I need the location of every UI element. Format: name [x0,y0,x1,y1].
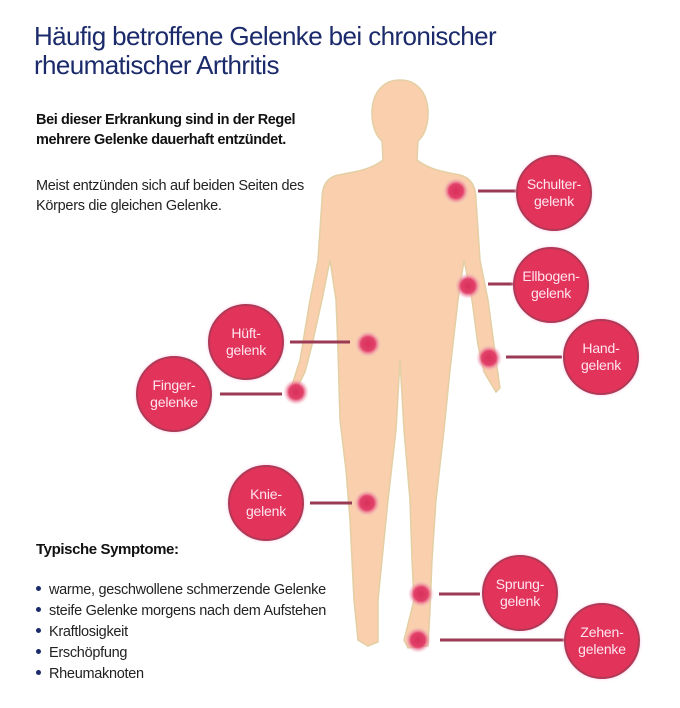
joint-label-line: Schulter- [526,176,582,192]
joint-label-hand: Hand- gelenk [563,319,639,395]
symptom-text: Kraftlosigkeit [49,624,128,640]
joint-label-line: gelenk [225,342,267,358]
symptom-text: Rheumaknoten [49,666,144,682]
lead-line-2: mehrere Gelenke dauerhaft entzündet. [36,132,286,148]
page-title: Häufig betroffene Gelenke bei chronische… [34,22,594,80]
hotspot-ellbogen [455,273,481,299]
joint-label-ellbogen: Ellbogen- gelenk [513,247,589,323]
note-line-1: Meist entzünden sich auf beiden Seiten d… [36,178,304,194]
hotspot-sprung [408,581,434,607]
lead-line-1: Bei dieser Erkrankung sind in der Regel [36,112,296,128]
joint-label-line: gelenk [580,357,622,373]
joint-label-line: gelenke [150,394,198,410]
bullet-icon [36,649,41,654]
list-item: warme, geschwollene schmerzende Gelenke [36,580,326,601]
title-line-2: rheumatischer Arthritis [34,50,279,80]
list-item: steife Gelenke morgens nach dem Aufstehe… [36,601,326,622]
hotspot-knie [354,490,380,516]
symptoms-list: warme, geschwollene schmerzende Gelenke … [36,580,326,685]
joint-label-finger: Finger- gelenke [136,356,212,432]
hotspot-zehen [405,627,431,653]
bullet-icon [36,607,41,612]
title-line-1: Häufig betroffene Gelenke bei chronische… [34,21,497,51]
hotspot-finger [283,379,309,405]
joint-label-line: gelenke [578,641,626,657]
human-silhouette [291,79,501,649]
note-text: Meist entzünden sich auf beiden Seiten d… [36,176,326,216]
joint-label-schulter: Schulter- gelenk [516,155,592,231]
joint-label-line: gelenk [530,285,572,301]
joint-label-zehen: Zehen- gelenke [564,603,640,679]
bullet-icon [36,586,41,591]
joint-label-line: gelenk [245,503,287,519]
bullet-icon [36,628,41,633]
joint-label-sprung: Sprung- gelenk [482,555,558,631]
symptom-text: warme, geschwollene schmerzende Gelenke [49,582,326,598]
list-item: Erschöpfung [36,643,326,664]
inflammation-hotspots [283,178,502,653]
joint-label-line: Sprung- [495,576,545,592]
connector-lines [220,189,570,642]
hotspot-hand [476,345,502,371]
note-line-2: Körpers die gleichen Gelenke. [36,198,222,214]
joint-label-line: gelenk [499,593,541,609]
joint-label-line: Hand- [582,340,620,356]
list-item: Rheumaknoten [36,664,326,685]
symptom-text: Erschöpfung [49,645,128,661]
hotspot-schulter [443,178,469,204]
joint-label-line: Finger- [152,377,196,393]
joint-label-knie: Knie- gelenk [228,465,304,541]
joint-label-line: Ellbogen- [522,268,580,284]
joint-label-line: gelenk [533,193,575,209]
symptoms-heading: Typische Symptome: [36,541,179,558]
bullet-icon [36,670,41,675]
hotspot-hueft [355,331,381,357]
lead-text: Bei dieser Erkrankung sind in der Regel … [36,110,326,150]
joint-label-line: Zehen- [580,624,624,640]
joint-label-hueft: Hüft- gelenk [208,304,284,380]
joint-label-line: Hüft- [231,325,261,341]
joint-label-line: Knie- [250,486,282,502]
list-item: Kraftlosigkeit [36,622,326,643]
symptom-text: steife Gelenke morgens nach dem Aufstehe… [49,603,327,619]
